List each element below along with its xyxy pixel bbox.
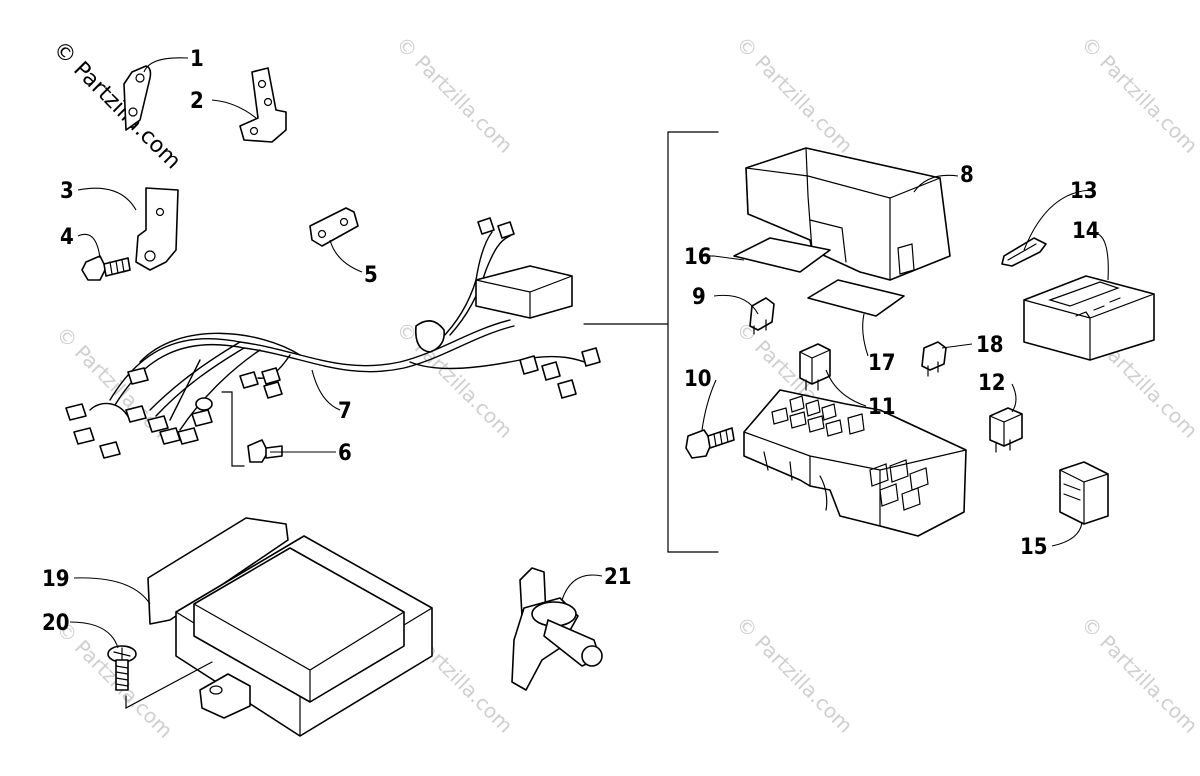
- callout-15: 15: [1020, 535, 1048, 560]
- part-20-screw[interactable]: [107, 645, 137, 691]
- part-6-screw[interactable]: [247, 439, 283, 463]
- part-15-connector[interactable]: [1059, 461, 1109, 525]
- part-7-wiring-harness[interactable]: [65, 217, 601, 459]
- part-9-fuse[interactable]: [749, 297, 775, 335]
- part-14-holder[interactable]: [1023, 275, 1155, 361]
- callout-4: 4: [60, 225, 74, 250]
- copyright-text: © Partzilla.com: [48, 37, 186, 175]
- callout-20: 20: [42, 611, 70, 636]
- watermark: © Partzilla.com: [731, 32, 857, 158]
- part-8-fuse-box-cover[interactable]: [745, 147, 951, 281]
- callout-14: 14: [1072, 219, 1100, 244]
- part-10-bolt[interactable]: [685, 427, 735, 459]
- assembly-bracket-line: [221, 391, 245, 467]
- part-1-bracket[interactable]: [123, 65, 152, 131]
- watermark: © Partzilla.com: [1076, 32, 1200, 158]
- leader-lines: [69, 57, 1109, 649]
- part-2-bracket[interactable]: [239, 67, 287, 143]
- callout-21: 21: [604, 565, 632, 590]
- callout-16: 16: [684, 245, 712, 270]
- watermark: © Partzilla.com: [51, 617, 177, 743]
- part-12-relay[interactable]: [989, 407, 1023, 453]
- part-13-fuse-puller[interactable]: [1001, 237, 1047, 267]
- part-18-fuse[interactable]: [921, 341, 947, 377]
- callout-1: 1: [190, 47, 204, 72]
- assembly-bracket-line: [125, 661, 213, 710]
- exploded-view-bracket: [667, 131, 719, 553]
- callout-5: 5: [364, 263, 378, 288]
- part-16-label[interactable]: [733, 237, 831, 273]
- part-19-ecu[interactable]: [147, 517, 433, 737]
- callout-3: 3: [60, 179, 74, 204]
- watermark: © Partzilla.com: [391, 317, 517, 443]
- watermark: © Partzilla.com: [391, 32, 517, 158]
- part-17-label[interactable]: [807, 279, 905, 317]
- part-21-sensor[interactable]: [511, 567, 603, 691]
- callout-17: 17: [868, 351, 896, 376]
- part-3-bracket[interactable]: [135, 187, 179, 271]
- callout-10: 10: [684, 367, 712, 392]
- callout-12: 12: [978, 371, 1006, 396]
- callout-18: 18: [976, 333, 1004, 358]
- callout-8: 8: [960, 163, 974, 188]
- callout-numbers: 1 2 3 4 5 6 7 8 9 10 11 12 13 14 15 16 1…: [42, 47, 1100, 636]
- callout-13: 13: [1070, 179, 1098, 204]
- part-4-bolt[interactable]: [81, 255, 131, 281]
- callout-6: 6: [338, 441, 352, 466]
- callout-2: 2: [190, 89, 204, 114]
- part-11-relay[interactable]: [799, 343, 831, 391]
- watermark: © Partzilla.com: [1076, 612, 1200, 738]
- callout-19: 19: [42, 567, 70, 592]
- callout-11: 11: [868, 395, 896, 420]
- part-fuse-box-base[interactable]: [743, 389, 967, 537]
- part-5-bracket[interactable]: [309, 207, 359, 247]
- callout-9: 9: [692, 285, 706, 310]
- watermark: © Partzilla.com: [731, 612, 857, 738]
- callout-7: 7: [338, 399, 352, 424]
